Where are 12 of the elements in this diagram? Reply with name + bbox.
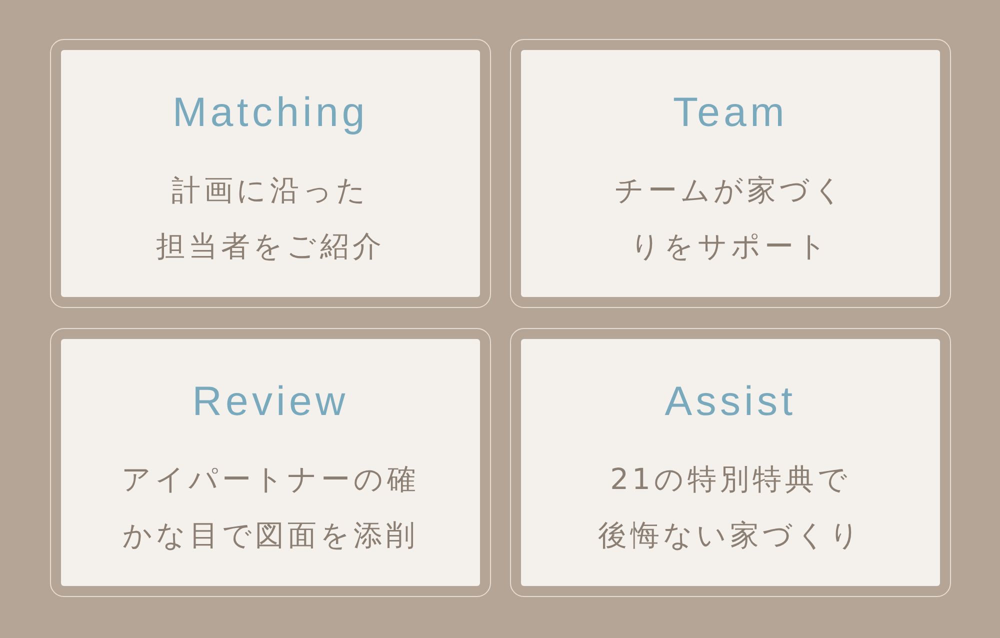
card-description: チームが家づくりをサポート (613, 172, 848, 265)
card-description: 計画に沿った担当者をご紹介 (154, 172, 386, 265)
card-heading: Team (672, 88, 788, 136)
feature-card (50, 39, 491, 308)
card-description: アイパートナーの確かな目で図面を添削 (120, 461, 421, 554)
card-heading: Assist (664, 377, 796, 425)
feature-card (50, 328, 491, 597)
card-heading: Review (192, 377, 349, 425)
card-heading: Matching (172, 88, 368, 136)
card-description: 21の特別特典で後悔ない家づくり (597, 461, 864, 554)
feature-card (510, 328, 951, 597)
feature-card (510, 39, 951, 308)
